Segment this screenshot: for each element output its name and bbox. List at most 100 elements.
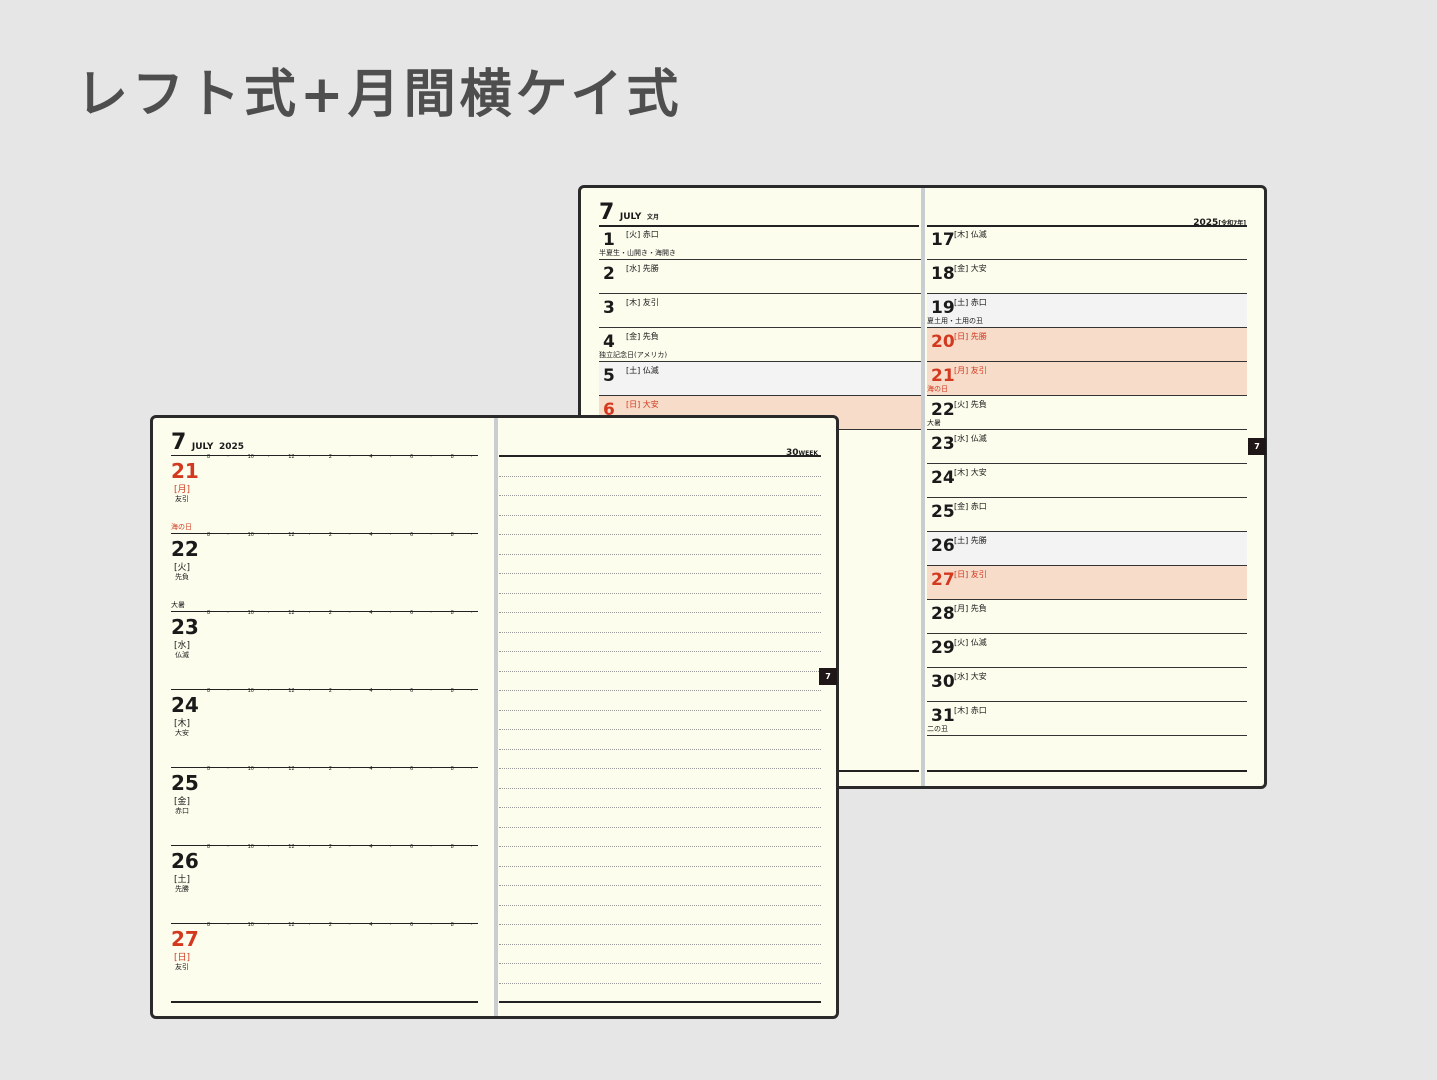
hour-label: 2 [328, 532, 332, 538]
weekday-rokuyo: [火] 先負 [954, 400, 987, 409]
day-number: 27 [931, 570, 955, 590]
hour-label: 10 [247, 922, 254, 928]
hour-label: · [227, 610, 229, 616]
memo-line [499, 768, 821, 769]
hour-label: 10 [247, 454, 254, 460]
hour-label: 4 [369, 610, 373, 616]
memo-ruled-lines[interactable] [499, 456, 821, 1001]
day-number: 28 [931, 604, 955, 624]
day-row[interactable]: 18[金] 大安 [927, 260, 1247, 294]
weekly-planner: 7 JULY 2025 30WEEK 8·10·12·2·4·6·8·21[月]… [150, 415, 839, 1019]
day-row[interactable]: 2[水] 先勝 [599, 260, 921, 294]
hour-label: 8 [450, 922, 454, 928]
day-row[interactable]: 19[土] 赤口夏土用・土用の丑 [927, 294, 1247, 328]
memo-line [499, 592, 821, 594]
day-row[interactable]: 24[木] 大安 [927, 464, 1247, 498]
hour-label: · [470, 454, 473, 460]
month-index-tab[interactable]: 7 [1248, 438, 1266, 455]
weekday-rokuyo: [金] 赤口 [954, 502, 987, 511]
hour-label: 6 [410, 922, 414, 928]
day-row[interactable]: 4[金] 先負独立記念日(アメリカ) [599, 328, 921, 362]
hour-label: · [430, 766, 432, 772]
memo-line [499, 475, 821, 477]
day-number: 24 [171, 693, 199, 717]
month-english: JULY [191, 442, 214, 452]
hour-label: 8 [207, 766, 211, 772]
week-day-row[interactable]: 8·10·12·2·4·6·8·25[金]赤口 [171, 766, 478, 846]
week-day-row[interactable]: 8·10·12·2·4·6·8·21[月]友引海の日 [171, 454, 478, 534]
hour-label: 6 [410, 454, 414, 460]
week-day-row[interactable]: 8·10·12·2·4·6·8·24[木]大安 [171, 688, 478, 768]
weekday-rokuyo: [木] 大安 [954, 468, 987, 477]
year-header: 2025[令和7年] [1193, 210, 1246, 229]
day-number: 19 [931, 298, 955, 318]
week-day-row[interactable]: 8·10·12·2·4·6·8·23[水]仏滅 [171, 610, 478, 690]
weekday-rokuyo: [土] 仏滅 [626, 366, 659, 375]
hour-label: · [389, 532, 392, 538]
day-row[interactable]: 26[土] 先勝 [927, 532, 1247, 566]
day-number: 25 [171, 771, 199, 795]
hour-scale: 8·10·12·2·4·6·8· [207, 610, 477, 616]
week-day-row[interactable]: 8·10·12·2·4·6·8·26[土]先勝 [171, 844, 478, 924]
weekday-rokuyo: [日] 大安 [626, 400, 659, 409]
day-note: 大暑 [171, 601, 185, 609]
hour-label: 12 [288, 922, 295, 928]
day-row[interactable]: 30[水] 大安 [927, 668, 1247, 702]
day-row[interactable]: 1[火] 赤口半夏生・山開き・海開き [599, 226, 921, 260]
hour-label: 12 [288, 844, 295, 850]
hour-label: · [389, 844, 392, 850]
weekly-footer-rule [171, 1001, 478, 1003]
day-note: 大暑 [927, 419, 941, 427]
memo-header-rule [499, 455, 821, 457]
hour-label: 12 [288, 454, 295, 460]
day-number: 26 [931, 536, 955, 556]
weekday-rokuyo: [月] 友引 [954, 366, 987, 375]
day-row[interactable]: 5[土] 仏滅 [599, 362, 921, 396]
day-number: 20 [931, 332, 955, 352]
week-day-row[interactable]: 8·10·12·2·4·6·8·22[火]先負大暑 [171, 532, 478, 612]
day-row[interactable]: 21[月] 友引海の日 [927, 362, 1247, 396]
day-row[interactable]: 31[木] 赤口二の丑 [927, 702, 1247, 736]
weekday: [月] [174, 485, 191, 495]
hour-label: 8 [450, 844, 454, 850]
day-number: 21 [931, 366, 955, 386]
day-row[interactable]: 22[火] 先負大暑 [927, 396, 1247, 430]
day-number: 6 [603, 400, 615, 420]
hour-label: · [308, 688, 311, 694]
hour-label: · [349, 532, 351, 538]
day-row[interactable]: 3[木] 友引 [599, 294, 921, 328]
hour-label: · [308, 454, 311, 460]
day-number: 4 [603, 332, 615, 352]
memo-line [499, 534, 821, 535]
weekday-rokuyo: [日] 友引 [954, 570, 987, 579]
hour-label: · [308, 844, 311, 850]
day-row[interactable]: 20[日] 先勝 [927, 328, 1247, 362]
hour-label: 4 [369, 688, 373, 694]
month-number: 7 [171, 430, 187, 455]
hour-label: · [349, 688, 351, 694]
memo-line [499, 651, 821, 652]
day-row[interactable]: 17[木] 仏滅 [927, 226, 1247, 260]
memo-line [499, 963, 821, 964]
hour-label: 8 [450, 454, 454, 460]
memo-line [499, 631, 821, 633]
hour-label: · [430, 844, 432, 850]
hour-label: 12 [288, 610, 295, 616]
day-row[interactable]: 27[日] 友引 [927, 566, 1247, 600]
hour-scale: 8·10·12·2·4·6·8· [207, 454, 477, 460]
day-row[interactable]: 23[水] 仏滅 [927, 430, 1247, 464]
week-index-tab[interactable]: 7 [819, 668, 837, 685]
weekday-rokuyo: [水] 大安 [954, 672, 987, 681]
weekday-rokuyo: [木] 赤口 [954, 706, 987, 715]
weekday-rokuyo: [月] 先負 [954, 604, 987, 613]
day-number: 23 [931, 434, 955, 454]
week-day-row[interactable]: 8·10·12·2·4·6·8·27[日]友引 [171, 922, 478, 1002]
day-number: 26 [171, 849, 199, 873]
hour-label: · [227, 766, 229, 772]
day-row[interactable]: 29[火] 仏滅 [927, 634, 1247, 668]
memo-line [499, 729, 821, 730]
day-row[interactable]: 28[月] 先負 [927, 600, 1247, 634]
day-row[interactable]: 25[金] 赤口 [927, 498, 1247, 532]
hour-label: · [267, 688, 270, 694]
month-english: JULY [619, 212, 642, 222]
